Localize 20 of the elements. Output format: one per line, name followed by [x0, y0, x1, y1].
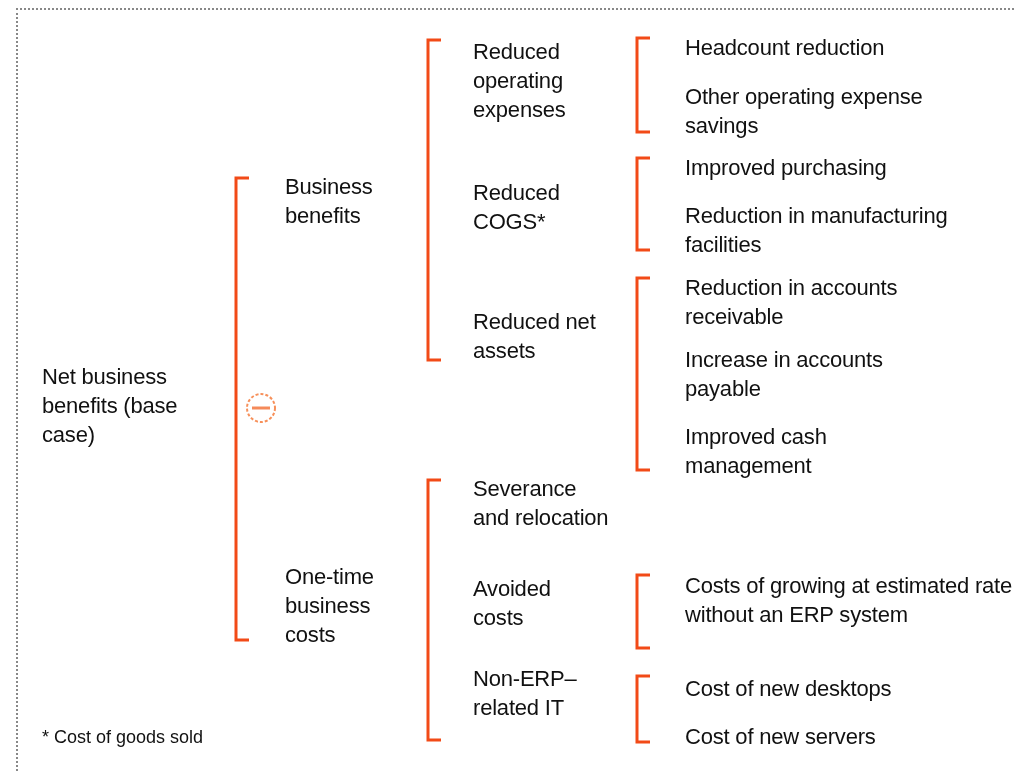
tree-item-text: Increase in accounts payable [685, 345, 945, 403]
tree-item-text: Improved cash management [685, 422, 885, 480]
tree-item-text: Other operating expense savings [685, 82, 925, 140]
tree-item-text: Reduced net assets [473, 307, 613, 365]
tree-item-text: Cost of new desktops [685, 674, 1005, 703]
tree-item-text: Non-ERP–related IT [473, 664, 583, 722]
tree-item-text: Severance and relocation [473, 474, 618, 532]
footnote: * Cost of goods sold [42, 727, 204, 748]
tree-item-text: One-time business costs [285, 562, 410, 649]
tree-item-text: Net business benefits (base case) [42, 362, 227, 449]
tree-item-text: Avoided costs [473, 574, 593, 632]
tree-item-text: Costs of growing at estimated rate without an ERP system [685, 571, 1013, 629]
tree-item-text: Cost of new servers [685, 722, 1005, 751]
tree-item-text: Reduction in manufacturing facilities [685, 201, 1005, 259]
tree-item-text: Reduction in accounts receivable [685, 273, 965, 331]
tree-item-text: Reduced COGS* [473, 178, 613, 236]
tree-item-text: Reduced operating expenses [473, 37, 613, 124]
tree-item-text: Business benefits [285, 172, 410, 230]
tree-item-text: Headcount reduction [685, 33, 1005, 62]
tree-item-text: Improved purchasing [685, 153, 1005, 182]
